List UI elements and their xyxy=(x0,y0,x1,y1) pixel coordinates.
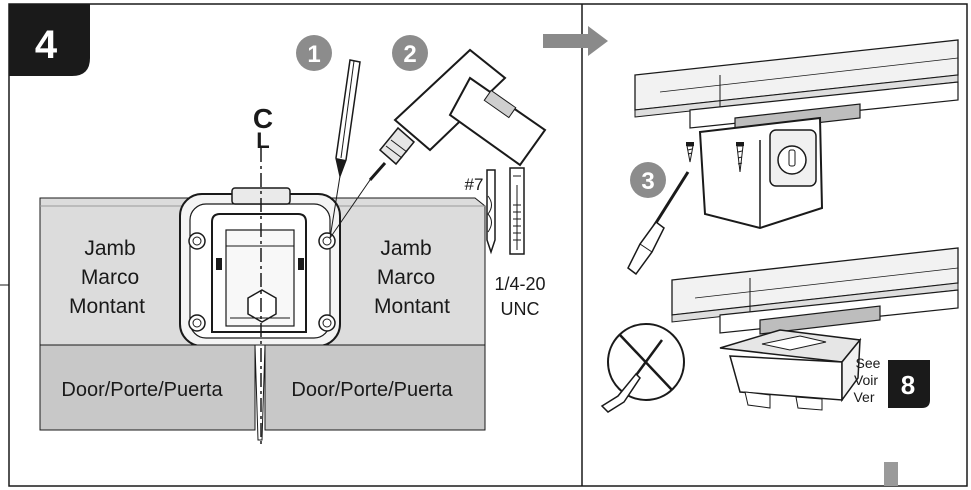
strike-plate xyxy=(179,187,341,347)
jamb-left-line3: Montant xyxy=(69,295,145,318)
callout-2-badge xyxy=(392,35,428,71)
screwdriver-icon xyxy=(627,171,690,276)
strike-box xyxy=(719,329,862,411)
screw-hole-bottom-right xyxy=(318,314,336,332)
pencil-icon xyxy=(335,59,361,179)
pencil-leader xyxy=(329,175,341,239)
see-ref-line2: Voir xyxy=(854,372,878,388)
step-badge xyxy=(9,4,90,76)
strike-housing-mounted xyxy=(698,116,824,230)
center-line-symbol: C xyxy=(253,103,273,134)
screw-upper-right-icon xyxy=(736,142,744,173)
door-right-label: Door/Porte/Puerta xyxy=(291,379,453,401)
tap-size-line1: 1/4-20 xyxy=(494,274,545,294)
door-left-label: Door/Porte/Puerta xyxy=(61,379,223,401)
screw-hole-top-left xyxy=(188,232,206,250)
prohibited-screwdriver-icon xyxy=(600,323,685,413)
drill-bit-size: #7 xyxy=(465,175,484,194)
header-upper xyxy=(634,39,959,133)
door-gap xyxy=(254,344,266,441)
jamb-right-line1: Jamb xyxy=(380,237,431,260)
drill-leader xyxy=(329,179,371,239)
callout-3-badge xyxy=(630,162,666,198)
callout-2-number: 2 xyxy=(403,41,416,68)
drill-icon xyxy=(368,48,547,181)
jamb-left-line1: Jamb xyxy=(84,237,135,260)
callout-1-number: 1 xyxy=(307,41,320,68)
see-ref-line3: Ver xyxy=(853,389,874,405)
callout-1-badge xyxy=(296,35,332,71)
diagram-frame xyxy=(8,3,968,487)
header-lower xyxy=(671,247,959,335)
screw-hole-bottom-left xyxy=(188,314,206,332)
next-arrow-icon xyxy=(543,26,608,56)
step-number: 4 xyxy=(35,23,58,67)
jamb-left-line2: Marco xyxy=(81,266,139,289)
see-ref-step-number: 8 xyxy=(901,370,915,400)
jamb-right-line3: Montant xyxy=(374,295,450,318)
screw-upper-left-icon xyxy=(686,142,694,163)
lock-cylinder-icon xyxy=(777,145,807,175)
screw-hole-top-right xyxy=(318,232,336,250)
see-ref-line1: See xyxy=(856,355,881,371)
door-right-panel xyxy=(264,344,486,431)
page-marker xyxy=(884,462,898,486)
tap-size-line2: UNC xyxy=(501,299,540,319)
drill-bit-icon xyxy=(486,169,496,255)
callout-3-number: 3 xyxy=(641,168,654,195)
center-line-symbol-sub: L xyxy=(256,128,269,153)
jamb-right-line2: Marco xyxy=(377,266,435,289)
tap-icon xyxy=(509,167,525,255)
door-left-panel xyxy=(39,344,256,431)
see-ref-step-badge xyxy=(888,360,930,408)
